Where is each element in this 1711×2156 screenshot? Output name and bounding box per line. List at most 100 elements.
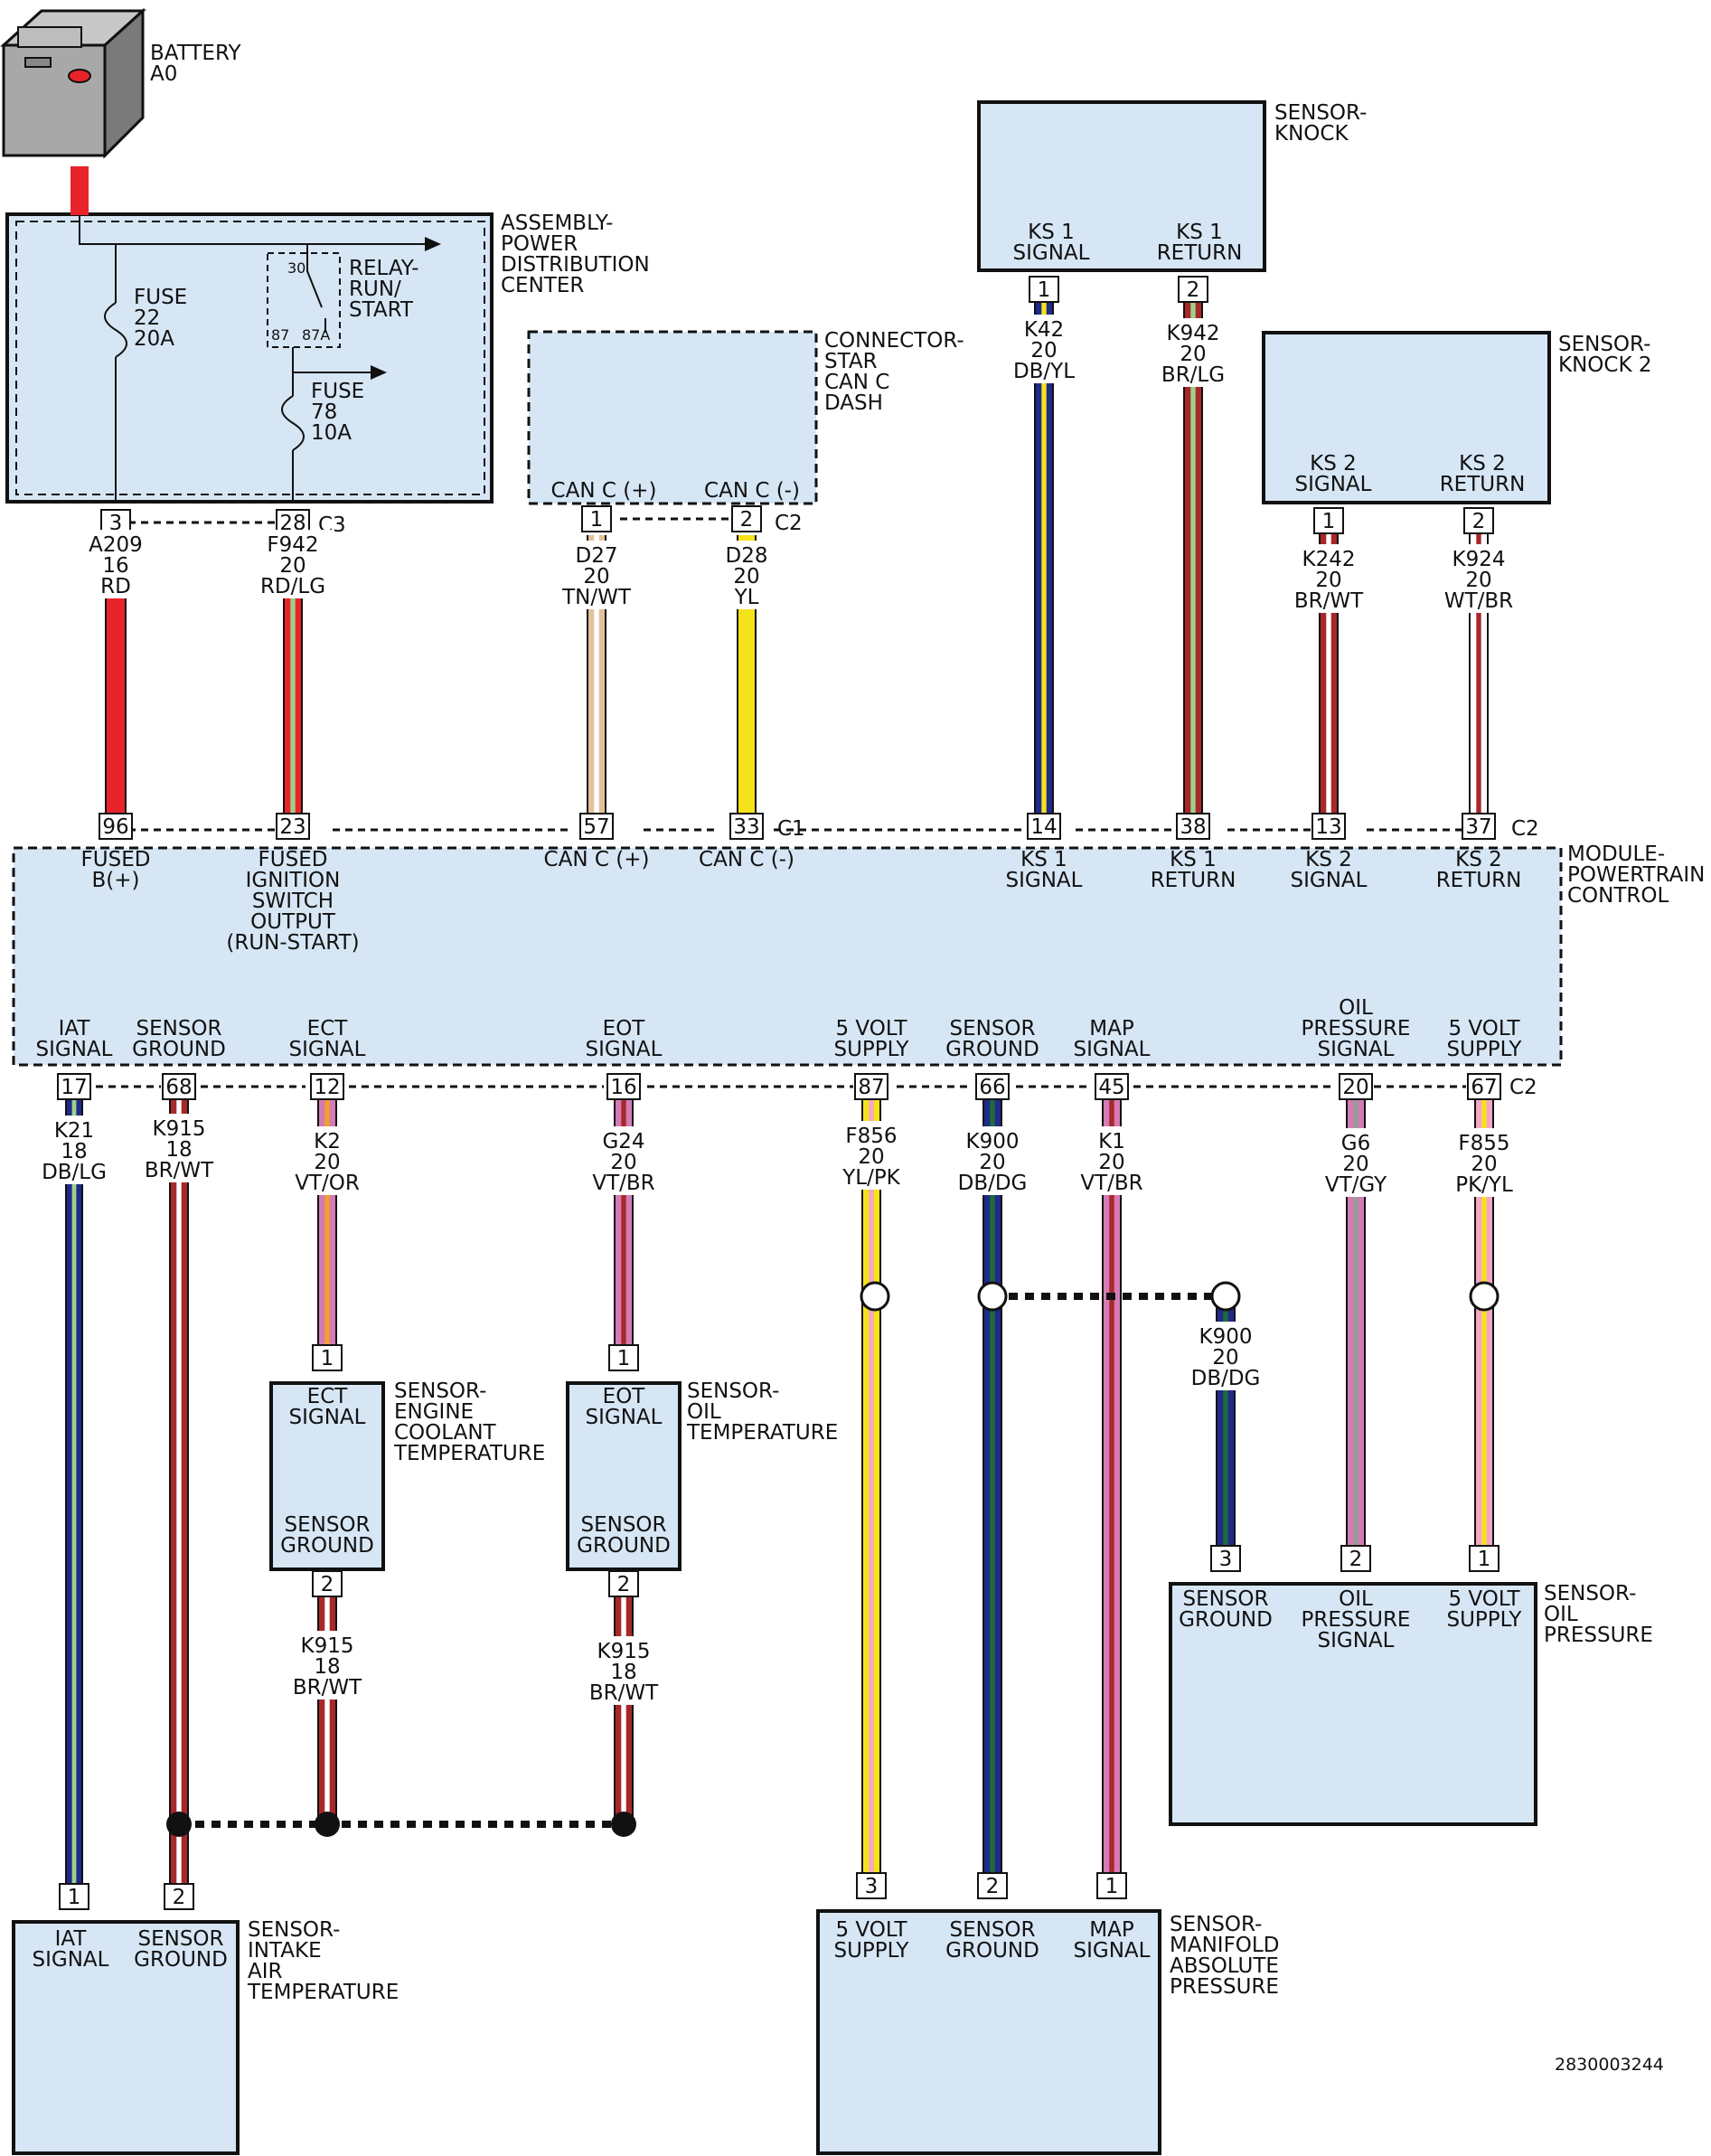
- pin-2: 2: [312, 1570, 343, 1597]
- svg-text:87A: 87A: [302, 326, 330, 344]
- svg-text:45: 45: [1098, 1076, 1124, 1099]
- eot-label: SENSOR-: [687, 1379, 779, 1403]
- wire-f942: [283, 535, 303, 814]
- svg-text:17: 17: [61, 1076, 87, 1099]
- knock-1-label: SENSOR-: [1274, 101, 1367, 125]
- pin-3: 3: [1210, 1545, 1241, 1572]
- pin-2: 2: [977, 1872, 1008, 1899]
- svg-text:96: 96: [102, 815, 128, 839]
- svg-text:2: 2: [740, 508, 754, 532]
- pcm-label: MODULE-: [1567, 843, 1665, 866]
- pin-45: 45: [1095, 1073, 1129, 1100]
- pin-13: 13: [1311, 813, 1346, 840]
- pin-67: 67: [1467, 1073, 1501, 1100]
- pin-2: 2: [731, 505, 762, 532]
- splice-point: [315, 1812, 340, 1837]
- svg-text:SENSOR-KNOCK 2: SENSOR-KNOCK 2: [1558, 333, 1651, 377]
- splice-open: [860, 1281, 890, 1312]
- svg-text:38: 38: [1180, 815, 1206, 839]
- wire-k1: [1102, 1099, 1122, 1884]
- battery-icon: [0, 7, 146, 159]
- svg-text:2: 2: [321, 1573, 334, 1596]
- svg-text:1: 1: [617, 1347, 631, 1370]
- splice-open: [977, 1281, 1008, 1312]
- oil-pressure-label: SENSOR-: [1544, 1582, 1636, 1605]
- pin-3: 3: [856, 1872, 887, 1899]
- pin-57: 57: [579, 813, 614, 840]
- pin-68: 68: [162, 1073, 196, 1100]
- svg-text:2: 2: [617, 1573, 631, 1596]
- svg-text:3: 3: [865, 1875, 879, 1898]
- splice-group: [166, 1281, 1499, 1837]
- splice-open: [1210, 1281, 1241, 1312]
- svg-text:87: 87: [858, 1076, 884, 1099]
- wire-f855: [1474, 1099, 1494, 1555]
- fuse-22-icon: [104, 302, 127, 358]
- svg-text:CAN C (-): CAN C (-): [704, 479, 800, 503]
- svg-text:33: 33: [733, 815, 759, 839]
- pin-66: 66: [975, 1073, 1010, 1100]
- svg-text:1: 1: [1105, 1875, 1119, 1898]
- pin-23: 23: [276, 813, 310, 840]
- pin-1: 1: [1313, 507, 1344, 534]
- fuse-78-label: FUSE: [311, 380, 364, 403]
- svg-text:87: 87: [271, 326, 289, 344]
- knock-2-label: SENSOR-: [1558, 333, 1650, 356]
- svg-text:1: 1: [1322, 510, 1336, 533]
- pin-1: 1: [312, 1344, 343, 1371]
- iat-label: SENSOR-: [248, 1918, 340, 1942]
- wire-k942: [1183, 291, 1203, 814]
- svg-text:66: 66: [979, 1076, 1005, 1099]
- svg-text:67: 67: [1471, 1076, 1497, 1099]
- wire-f856: [861, 1099, 881, 1884]
- wire-k915a: [169, 1099, 189, 1895]
- star-label: CONNECTOR-: [824, 329, 964, 353]
- svg-text:2: 2: [986, 1875, 1000, 1898]
- diagram-id: 2830003244: [1555, 2055, 1664, 2075]
- pin-1: 1: [1469, 1545, 1499, 1572]
- pcm-connector-c2-bottom: C2: [1509, 1076, 1537, 1099]
- svg-text:CAN C (+): CAN C (+): [551, 479, 657, 503]
- battery-cable: [71, 166, 89, 215]
- pin-12: 12: [310, 1073, 344, 1100]
- svg-text:2: 2: [173, 1886, 186, 1909]
- svg-text:2: 2: [1349, 1548, 1363, 1571]
- splice-open: [1469, 1281, 1499, 1312]
- pin-2: 2: [1340, 1545, 1371, 1572]
- pin-96: 96: [99, 813, 133, 840]
- pin-2: 2: [164, 1883, 194, 1910]
- wire-k900a: [982, 1099, 1002, 1884]
- svg-text:20: 20: [1342, 1076, 1368, 1099]
